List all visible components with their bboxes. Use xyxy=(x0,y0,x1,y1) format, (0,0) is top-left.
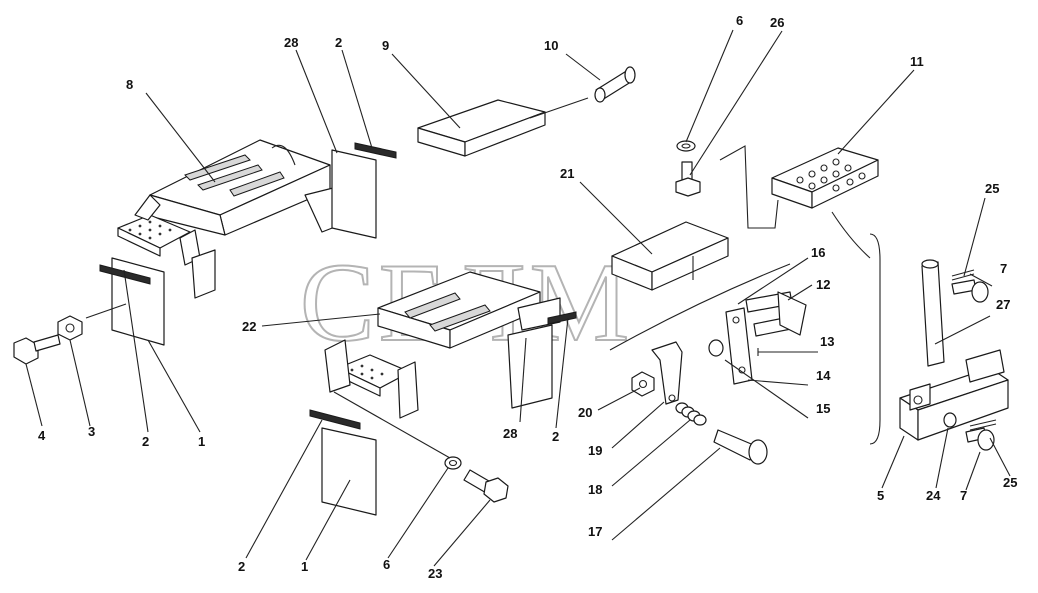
cover-plate-9 xyxy=(417,99,546,157)
callout-numbers: 8 28 2 9 10 6 26 11 21 25 16 12 7 27 22 … xyxy=(38,13,1017,581)
cotter-25-upper xyxy=(951,269,975,281)
lever-19 xyxy=(651,341,683,405)
callout-11: 11 xyxy=(910,54,924,69)
callout-17: 17 xyxy=(588,524,602,539)
washer-6-lower xyxy=(444,456,462,470)
washer-24 xyxy=(943,412,957,428)
callout-25-lower: 25 xyxy=(1003,475,1017,490)
callout-15: 15 xyxy=(816,401,830,416)
callout-25-upper: 25 xyxy=(985,181,999,196)
callout-6-upper: 6 xyxy=(736,13,743,28)
callout-22: 22 xyxy=(242,319,256,334)
pin-7-lower xyxy=(965,427,995,451)
callout-13: 13 xyxy=(820,334,834,349)
callout-1-lower: 1 xyxy=(301,559,308,574)
callout-21: 21 xyxy=(560,166,574,181)
callout-10: 10 xyxy=(544,38,558,53)
nut-20 xyxy=(631,371,655,397)
callout-3: 3 xyxy=(88,424,95,439)
callout-9: 9 xyxy=(382,38,389,53)
washer-6-upper xyxy=(676,140,696,152)
callout-1-upper: 1 xyxy=(198,434,205,449)
callout-28-lower: 28 xyxy=(503,426,517,441)
bolt-4 xyxy=(13,334,61,365)
callout-28-upper: 28 xyxy=(284,35,298,50)
mudflap-left-lower xyxy=(309,409,377,516)
nut-3 xyxy=(57,315,83,341)
callout-2-left: 2 xyxy=(142,434,149,449)
pedal-11 xyxy=(771,147,879,209)
bolt-17 xyxy=(713,429,768,465)
callout-7-upper: 7 xyxy=(1000,261,1007,276)
callout-4: 4 xyxy=(38,428,46,443)
shaft-27 xyxy=(921,259,945,367)
callout-6-lower: 6 xyxy=(383,557,390,572)
upper-step-assembly xyxy=(117,139,346,299)
callout-18: 18 xyxy=(588,482,602,497)
callout-2-upper: 2 xyxy=(335,35,342,50)
callout-5: 5 xyxy=(877,488,884,503)
mudflap-upper xyxy=(331,142,397,239)
spring-18 xyxy=(675,402,707,426)
mudflap-lower xyxy=(507,311,577,409)
cotter-25-lower xyxy=(969,419,997,431)
callout-24: 24 xyxy=(926,488,941,503)
bolt-23 xyxy=(463,469,509,503)
leader-lines xyxy=(25,29,1011,567)
pin-7-upper xyxy=(951,279,989,303)
callout-8: 8 xyxy=(126,77,133,92)
callout-23: 23 xyxy=(428,566,442,581)
callout-14: 14 xyxy=(816,368,831,383)
bracket-14 xyxy=(725,307,753,385)
callout-27: 27 xyxy=(996,297,1010,312)
callout-26: 26 xyxy=(770,15,784,30)
callout-20: 20 xyxy=(578,405,592,420)
pin-10 xyxy=(594,66,636,103)
callout-19: 19 xyxy=(588,443,602,458)
bolt-26 xyxy=(675,161,701,197)
assembly-arrows xyxy=(85,97,881,459)
plate-21 xyxy=(611,221,729,291)
ring-15 xyxy=(708,339,724,357)
callout-2-bottom: 2 xyxy=(238,559,245,574)
callout-7-lower: 7 xyxy=(960,488,967,503)
callout-12: 12 xyxy=(816,277,830,292)
callout-2-lower-right: 2 xyxy=(552,429,559,444)
bracket-5 xyxy=(899,349,1009,441)
mudflap-left-upper xyxy=(99,257,165,346)
pin-12 xyxy=(745,291,807,337)
callout-16: 16 xyxy=(811,245,825,260)
